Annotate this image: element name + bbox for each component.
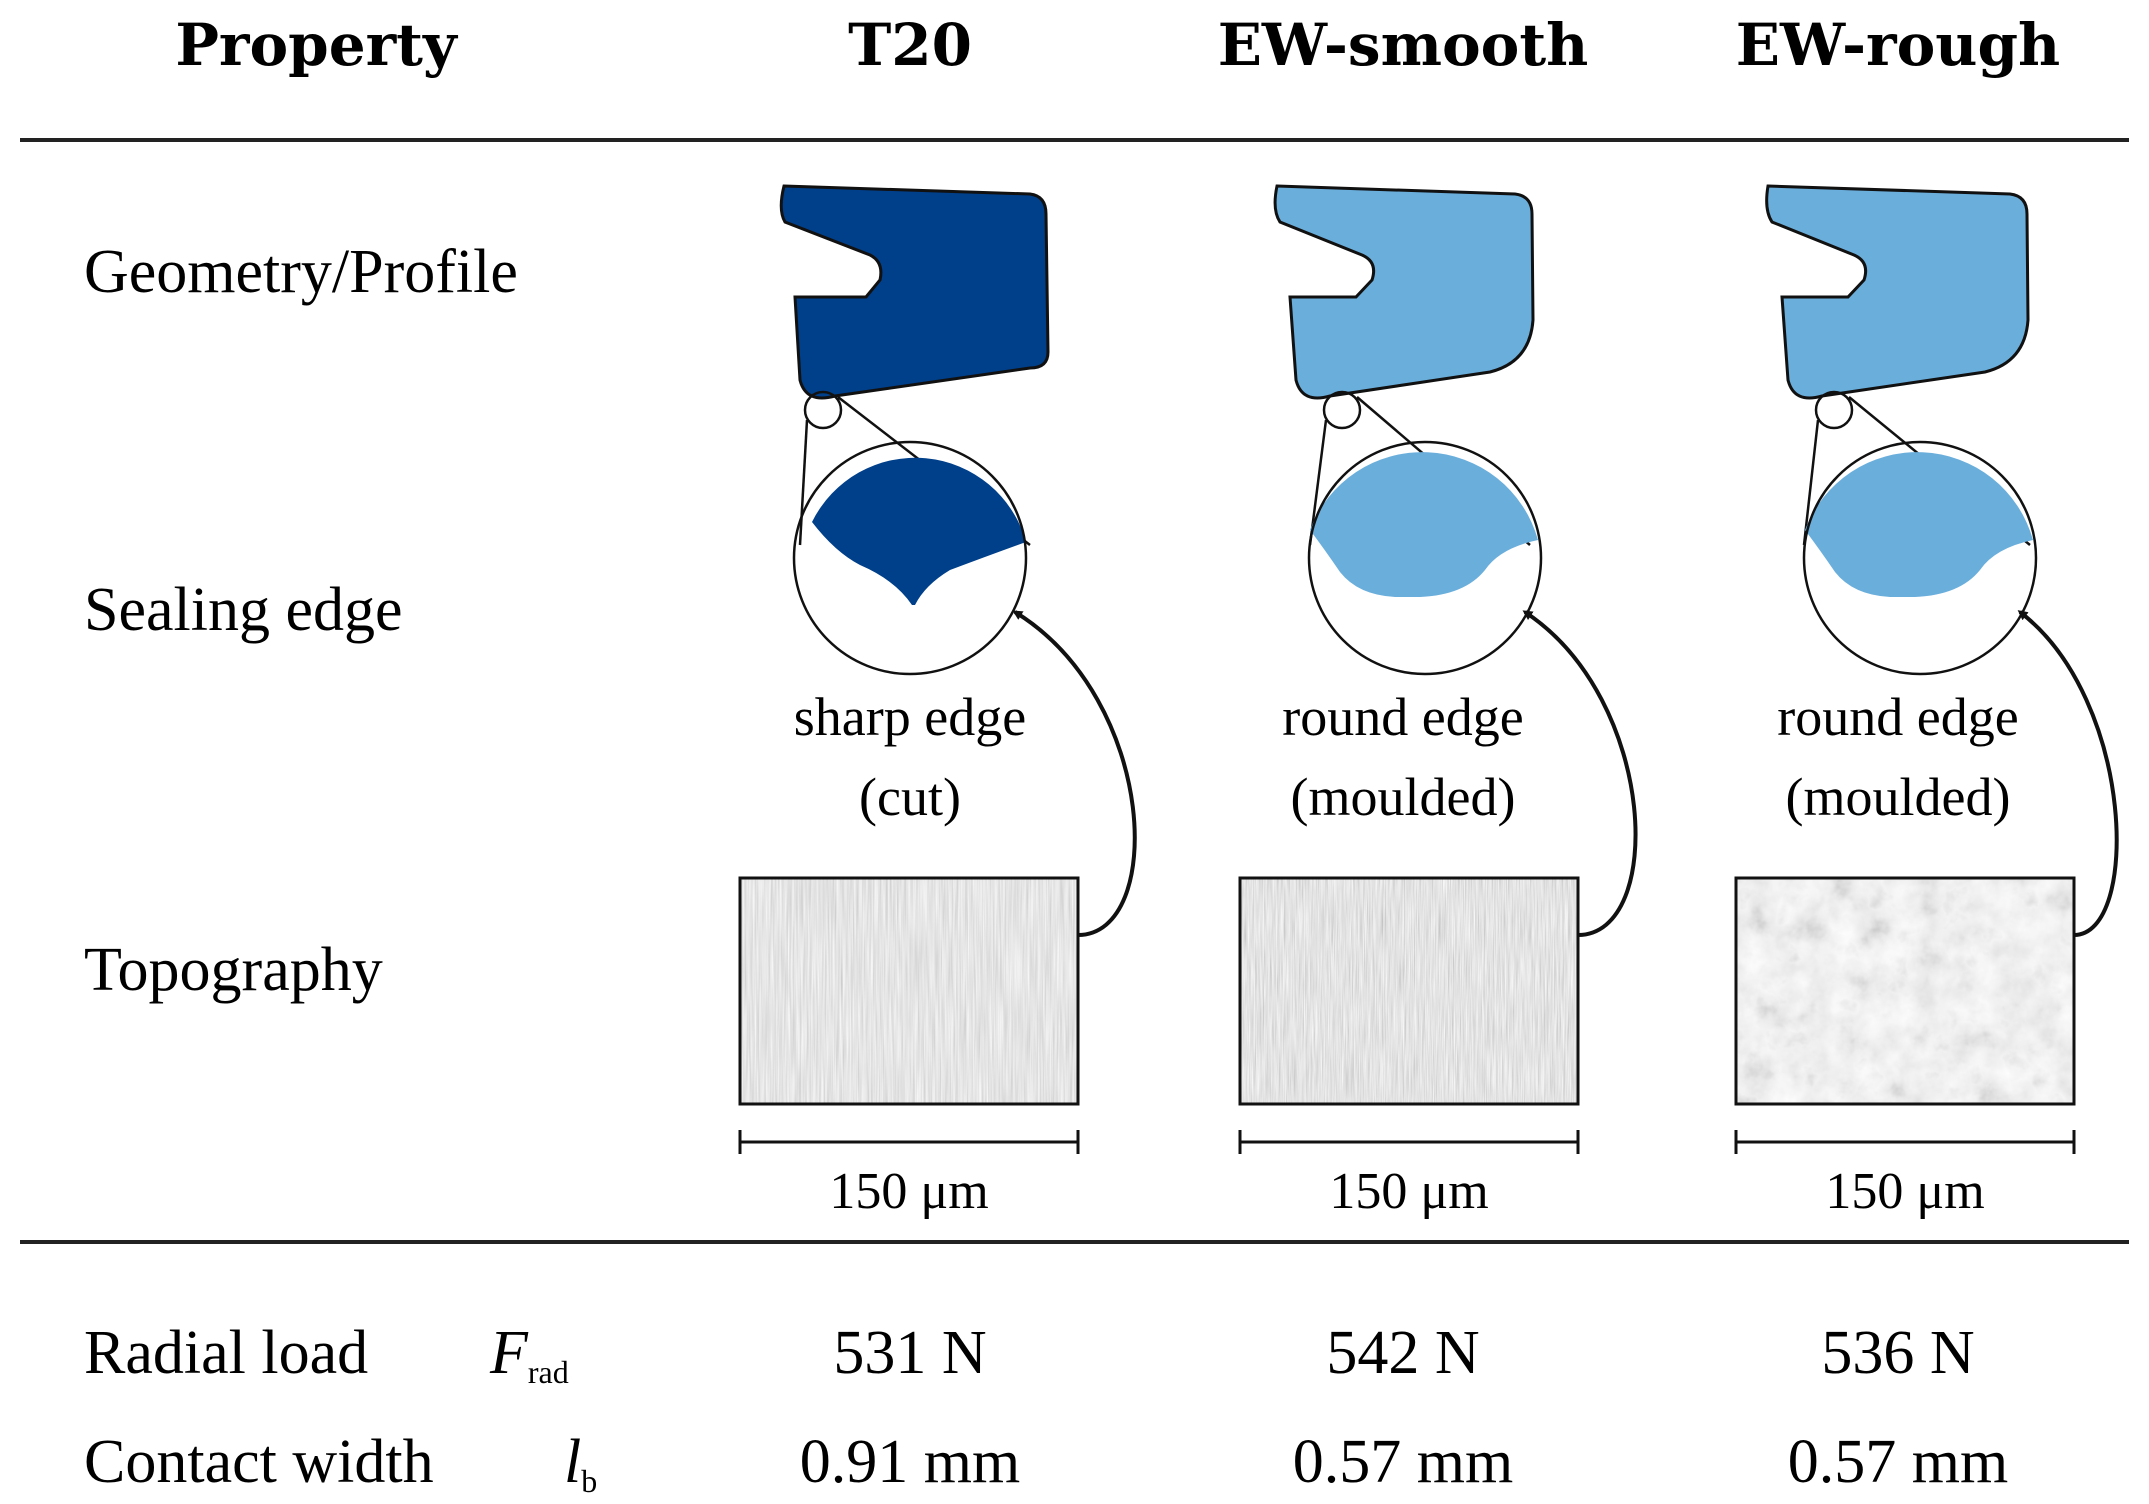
- profile-shape-ew-smooth: [1273, 184, 1535, 400]
- edge-label-line1-ew-rough: round edge: [1777, 687, 2018, 747]
- radial-load-ew-rough: 536 N: [1821, 1319, 1974, 1387]
- row-label-geometry: Geometry/Profile: [84, 238, 518, 306]
- contact-width-ew-smooth: 0.57 mm: [1293, 1428, 1513, 1496]
- radial-load-ew-smooth: 542 N: [1326, 1319, 1479, 1387]
- sealing-edge-zoom-ew-rough: [1805, 452, 2033, 597]
- row-label-topography: Topography: [84, 936, 383, 1004]
- contact-width-ew-rough: 0.57 mm: [1788, 1428, 2008, 1496]
- arrow-topography-to-edge-t20: [1012, 610, 1137, 937]
- edge-label-line2-t20: (cut): [859, 767, 961, 827]
- row-label-sealing-edge: Sealing edge: [84, 576, 403, 644]
- zoom-circle-small-ew-rough: [1814, 390, 1854, 430]
- arrow-topography-to-edge-ew-smooth: [1522, 610, 1638, 937]
- column-ew-smooth: round edge (moulded) 150 μm: [1238, 184, 1638, 1220]
- zoom-circle-ew-rough: [1802, 440, 2038, 676]
- scale-label-ew-smooth: 150 μm: [1329, 1163, 1488, 1220]
- topography-image-ew-smooth: [1240, 878, 1578, 1104]
- contact-width-t20: 0.91 mm: [800, 1428, 1020, 1496]
- row-label-radial-load: Radial load: [84, 1319, 368, 1387]
- profile-shape-t20: [779, 184, 1050, 400]
- edge-label-line1-ew-smooth: round edge: [1282, 687, 1523, 747]
- zoom-circle-t20: [792, 440, 1028, 676]
- header-ew-rough: EW-rough: [1736, 11, 2060, 79]
- contact-width-symbol: lb: [564, 1428, 597, 1499]
- column-ew-rough: round edge (moulded) 150 μm: [1734, 184, 2119, 1220]
- topography-image-ew-rough: [1736, 878, 2074, 1104]
- sealing-edge-zoom-t20: [812, 457, 1026, 605]
- edge-label-line2-ew-smooth: (moulded): [1291, 767, 1516, 827]
- header-t20: T20: [848, 11, 972, 79]
- column-t20: sharp edge (cut) 150 μm: [738, 184, 1137, 1220]
- edge-label-line2-ew-rough: (moulded): [1786, 767, 2011, 827]
- radial-load-t20: 531 N: [833, 1319, 986, 1387]
- radial-load-symbol: Frad: [489, 1319, 569, 1390]
- sealing-edge-zoom-ew-smooth: [1310, 452, 1538, 597]
- scale-label-t20: 150 μm: [829, 1163, 988, 1220]
- zoom-circle-small-t20: [803, 390, 843, 430]
- header-property: Property: [175, 11, 459, 79]
- zoom-circle-small-ew-smooth: [1322, 390, 1362, 430]
- edge-label-line1-t20: sharp edge: [794, 687, 1026, 747]
- zoom-circle-ew-smooth: [1307, 440, 1543, 676]
- arrow-topography-to-edge-ew-rough: [2017, 610, 2119, 937]
- profile-shape-ew-rough: [1765, 184, 2030, 400]
- scale-label-ew-rough: 150 μm: [1825, 1163, 1984, 1220]
- topography-image-t20: [740, 878, 1078, 1104]
- row-label-contact-width: Contact width: [84, 1428, 434, 1496]
- header-ew-smooth: EW-smooth: [1218, 11, 1589, 79]
